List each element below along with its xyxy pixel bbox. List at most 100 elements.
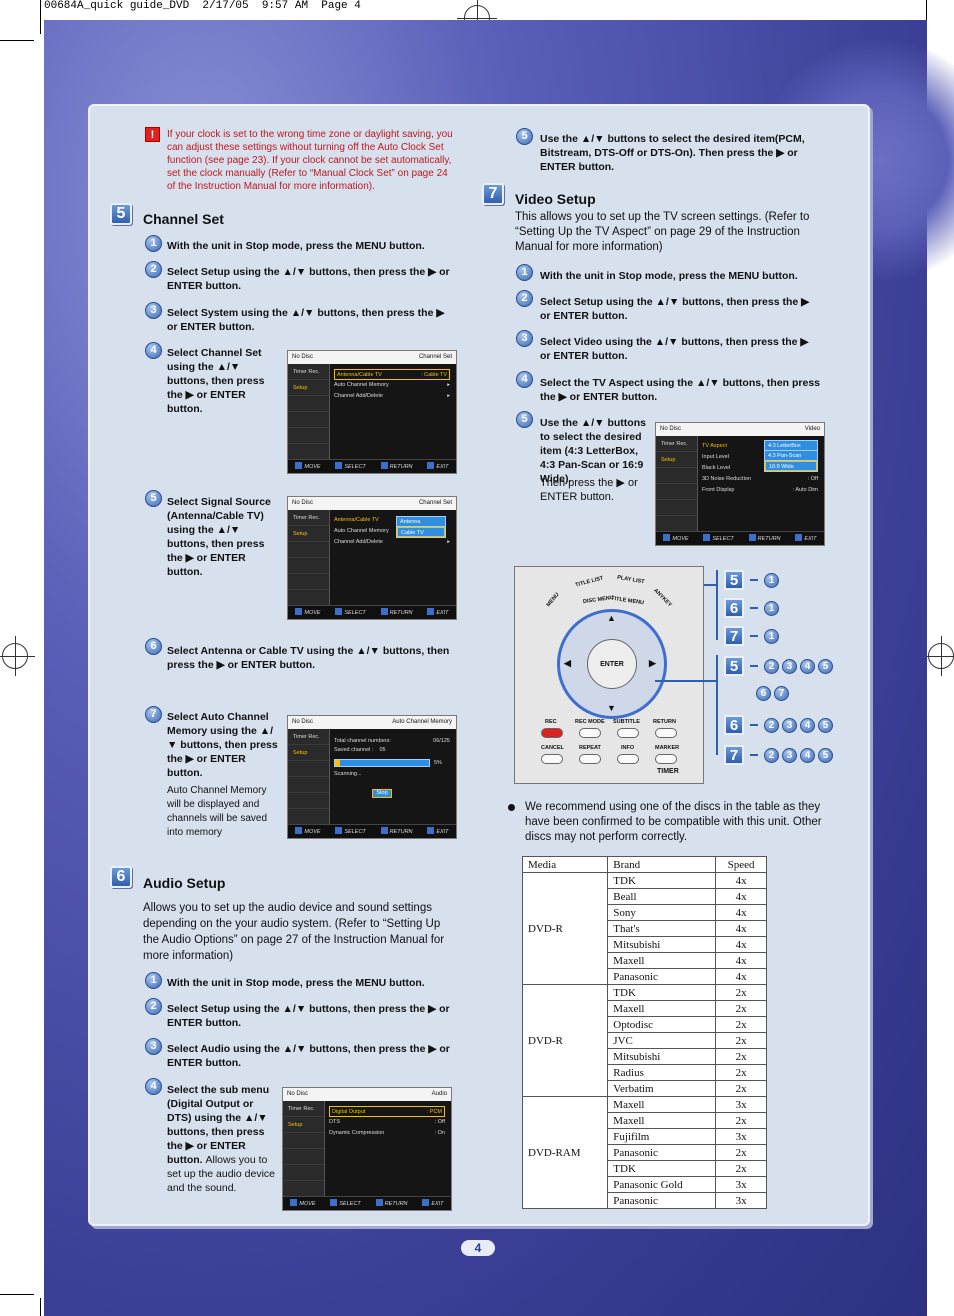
remote-label: TITLE LIST <box>574 575 605 589</box>
osd-exit: EXIT <box>436 829 449 835</box>
osd-scanning: Scanning... <box>334 771 362 777</box>
remote-label: SUBTITLE <box>613 719 640 725</box>
sequence-step-number: 7 <box>774 686 789 701</box>
osd-option: 4:3 Pan-Scan <box>765 451 817 461</box>
marker-button[interactable] <box>655 754 677 764</box>
info-button[interactable] <box>617 754 639 764</box>
rec-mode-button[interactable] <box>579 728 601 738</box>
sequence-section-number: 7 <box>724 745 744 765</box>
section-number: 5 <box>110 203 132 225</box>
return-button[interactable] <box>655 728 677 738</box>
connector-line <box>655 680 718 682</box>
brand-cell: Fujifilm <box>607 1128 717 1145</box>
osd-return: RETURN <box>389 610 413 616</box>
media-cell: DVD-R <box>521 984 609 1097</box>
speed-cell: 4x <box>715 968 767 985</box>
step-number: 4 <box>516 371 533 388</box>
osd-return: RETURN <box>384 1201 408 1207</box>
brand-cell: Verbatim <box>607 1080 717 1097</box>
osd-row: Antenna/Cable TV <box>334 517 379 523</box>
osd-move: MOVE <box>672 536 689 542</box>
remote-label: TIMER <box>657 768 679 775</box>
table-header: Speed <box>715 856 767 873</box>
auto-channel-note: Auto Channel Memory will be displayed an… <box>167 785 268 838</box>
osd-move: MOVE <box>299 1201 316 1207</box>
osd-no-disc: No Disc <box>660 426 682 432</box>
osd-exit: EXIT <box>436 464 449 470</box>
sequence-step-number: 3 <box>782 717 797 733</box>
media-cell: DVD-R <box>521 872 609 985</box>
remote-label: DISC MENU <box>582 594 615 606</box>
cancel-button[interactable] <box>541 754 563 764</box>
crop-mark <box>40 0 41 34</box>
osd-timer: Timer Rec. <box>656 436 697 452</box>
osd-setup: Setup <box>283 1117 324 1133</box>
osd-timer: Timer Rec. <box>288 364 329 380</box>
remote-label: MENU <box>545 591 561 609</box>
osd-title: Auto Channel Memory <box>392 719 452 725</box>
osd-row-value: : Off <box>807 476 818 482</box>
osd-setup: Setup <box>288 380 329 396</box>
stop-button[interactable]: Stop <box>372 789 392 798</box>
osd-title: Audio <box>431 1091 447 1097</box>
osd-no-disc: No Disc <box>287 1091 309 1097</box>
speed-cell: 4x <box>715 952 767 969</box>
remote-label: INFO <box>621 745 635 751</box>
osd-row: Auto Channel Memory <box>334 528 389 534</box>
brand-cell: Mitsubishi <box>607 936 717 953</box>
speed-cell: 3x <box>715 1096 767 1113</box>
speed-cell: 2x <box>715 1016 767 1033</box>
speed-cell: 3x <box>715 1192 767 1209</box>
video-step-4: Select the TV Aspect using the ▲/▼ butto… <box>540 377 821 403</box>
audio-step-3: Select Audio using the ▲/▼ buttons, then… <box>167 1043 450 1069</box>
channel-step-1: With the unit in Stop mode, press the ME… <box>167 240 425 252</box>
osd-percent: 5% <box>434 760 442 766</box>
osd-saved-value: 05 <box>379 747 386 753</box>
brand-cell: Optodisc <box>607 1016 717 1033</box>
repeat-button[interactable] <box>579 754 601 764</box>
subtitle-button[interactable] <box>617 728 639 738</box>
video-step-2: Select Setup using the ▲/▼ buttons, then… <box>540 296 810 322</box>
remote-label: CANCEL <box>541 745 564 751</box>
section-title-audio-setup: Audio Setup <box>143 875 226 891</box>
audio-step-4-tail: Allows you to set up the audio device an… <box>167 1154 275 1194</box>
sequence-step-number: 6 <box>756 686 771 701</box>
sequence-step-number: 4 <box>800 658 815 674</box>
sequence-step-number: 1 <box>764 600 779 616</box>
step-number: 4 <box>145 342 162 359</box>
speed-cell: 2x <box>715 1048 767 1065</box>
up-arrow-icon[interactable]: ▲ <box>607 613 616 623</box>
right-arrow-icon[interactable]: ▶ <box>649 658 656 668</box>
remote-label: REC <box>545 719 557 725</box>
brand-cell: Mitsubishi <box>607 1048 717 1065</box>
crop-mark <box>0 1294 34 1295</box>
osd-exit: EXIT <box>436 610 449 616</box>
channel-step-5: Select Signal Source (Antenna/Cable TV) … <box>167 496 271 578</box>
enter-button[interactable]: ENTER <box>587 639 637 689</box>
speed-cell: 4x <box>715 920 767 937</box>
sequence-section-number: 7 <box>724 626 744 646</box>
osd-row: Dynamic Compression <box>329 1130 385 1136</box>
osd-option: Antenna <box>397 517 445 527</box>
remote-label: PLAY LIST <box>616 574 645 586</box>
osd-row: Digital Output <box>332 1109 366 1115</box>
step-number: 1 <box>516 264 533 281</box>
sequence-step-number: 1 <box>764 572 779 588</box>
down-arrow-icon[interactable]: ▼ <box>607 703 616 713</box>
audio-intro: Allows you to set up the audio device an… <box>143 902 445 962</box>
left-arrow-icon[interactable]: ◀ <box>564 658 571 668</box>
step-number: 6 <box>145 638 162 655</box>
sequence-step-number: 4 <box>800 747 815 763</box>
rec-button[interactable] <box>541 728 563 738</box>
